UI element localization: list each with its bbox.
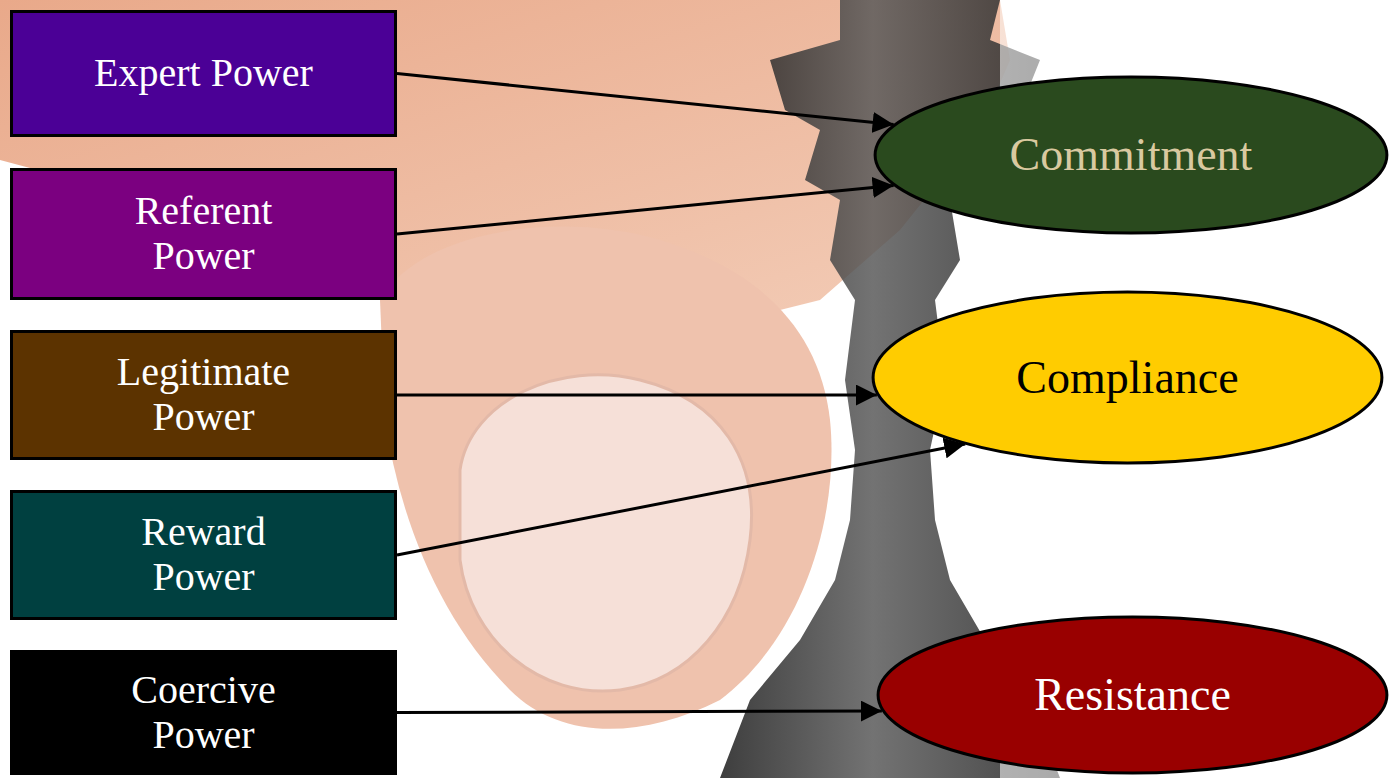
power-box: Legitimate Power xyxy=(10,330,397,460)
text-column: Resistance xyxy=(1034,669,1231,721)
outcome-ellipse: Compliance xyxy=(870,290,1385,465)
node-label: Expert Power xyxy=(94,51,313,96)
hand-thumb xyxy=(380,227,832,729)
text-column: Legitimate Power xyxy=(89,350,319,440)
node-label: Commitment xyxy=(1010,129,1253,181)
power-box: Expert Power xyxy=(10,10,397,137)
node-label: Referent Power xyxy=(89,189,319,279)
node-label: Reward Power xyxy=(89,510,319,600)
power-box: Referent Power xyxy=(10,168,397,300)
power-box: Reward Power xyxy=(10,490,397,620)
outcome-ellipse: Commitment xyxy=(872,75,1390,235)
text-column: Compliance xyxy=(1016,352,1238,404)
arrow-connector xyxy=(397,185,894,234)
arrow-connector xyxy=(397,711,882,713)
node-label: Coercive Power xyxy=(89,668,319,758)
text-column: Expert Power xyxy=(94,51,313,96)
arrow-connector xyxy=(397,394,877,397)
node-label: Compliance xyxy=(1016,352,1238,404)
thumb-nail xyxy=(460,375,752,691)
node-label: Legitimate Power xyxy=(89,350,319,440)
text-column: Referent Power xyxy=(89,189,319,279)
text-column: Reward Power xyxy=(89,510,319,600)
node-label: Resistance xyxy=(1034,669,1231,721)
outcome-ellipse: Resistance xyxy=(875,615,1390,775)
text-column: Coercive Power xyxy=(89,668,319,758)
arrow-connector xyxy=(397,74,894,125)
power-box: Coercive Power xyxy=(10,650,397,775)
text-column: Commitment xyxy=(1010,129,1253,181)
arrow-connector xyxy=(397,444,965,555)
